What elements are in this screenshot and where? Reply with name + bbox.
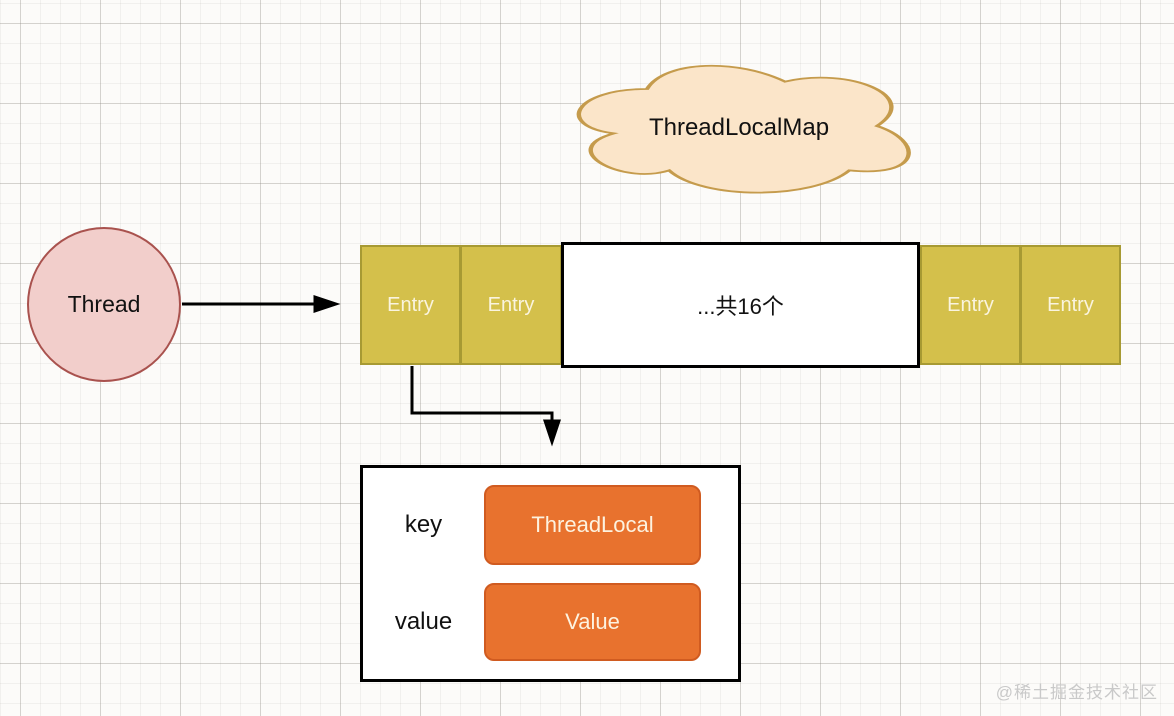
entry-to-detail-arrow [410, 366, 561, 447]
thread-node-label: Thread [67, 291, 141, 317]
entry-cell: Entry [920, 245, 1021, 365]
value-row: value Value [363, 574, 701, 671]
entry-array: Entry Entry ...共16个 Entry Entry [360, 242, 1121, 368]
watermark: @稀土掘金技术社区 [995, 683, 1158, 702]
value-label: value [394, 607, 453, 635]
thread-node: Thread [27, 227, 181, 382]
key-row: key ThreadLocal [363, 477, 701, 574]
entry-cell: Entry [360, 245, 461, 365]
key-label: key [404, 511, 443, 539]
threadlocalmap-cloud: ThreadLocalMap [555, 52, 923, 200]
value-node: Value [484, 582, 701, 661]
entry-detail-box: key ThreadLocal value Value [360, 465, 741, 682]
cloud-shape-icon [576, 64, 911, 194]
entry-cell: Entry [460, 245, 562, 365]
entry-cell: Entry [1020, 245, 1121, 365]
ellipsis-cell: ...共16个 [561, 242, 920, 368]
threadlocal-node: ThreadLocal [484, 485, 701, 566]
cloud-label: ThreadLocalMap [648, 114, 830, 141]
